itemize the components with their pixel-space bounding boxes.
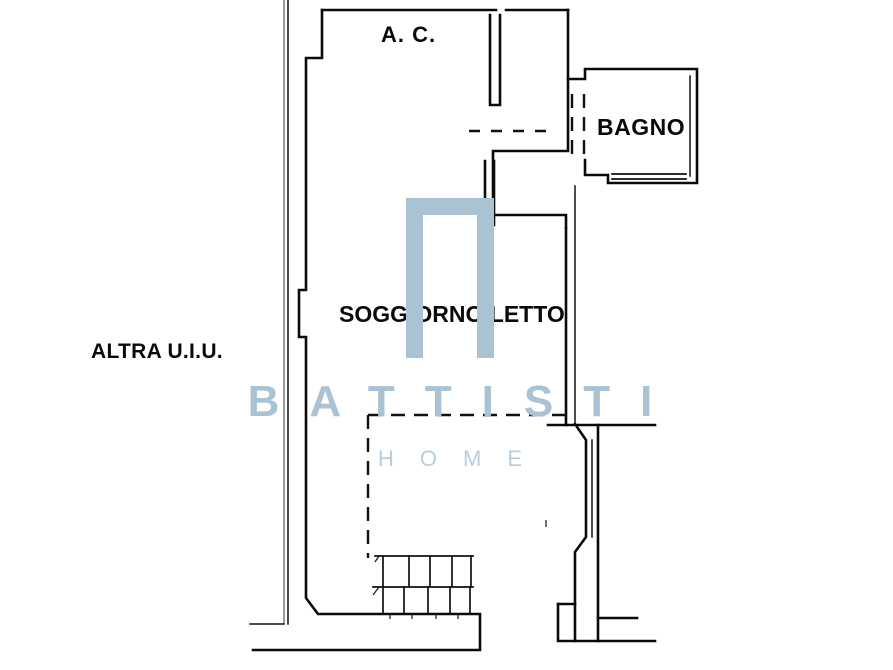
- bagno-room: [566, 67, 699, 185]
- room-label-bagno: BAGNO: [597, 114, 686, 140]
- veranda-dashed-outline: [366, 413, 570, 558]
- chimney-left-profile: [573, 422, 588, 643]
- exterior-wall-left: [251, 8, 482, 652]
- chimney-stack: [545, 422, 657, 643]
- room-label-altra-uiu: ALTRA U.I.U.: [91, 340, 223, 363]
- fixture-row1-tick: [374, 555, 380, 563]
- partition-stub-top: [488, 13, 502, 107]
- bagno-walls: [566, 67, 699, 185]
- left-boundary-walls: [249, 0, 289, 625]
- chimney-foot-left: [556, 602, 657, 643]
- room-label-ac: A. C.: [381, 22, 437, 47]
- fixture-row2-tick: [372, 586, 380, 596]
- interior-wall-ac-right: [491, 8, 570, 230]
- apartment-outline: [251, 8, 576, 652]
- bottom-fixtures: [372, 555, 474, 619]
- room-label-soggiorno: SOGGIORNO/LETTO: [339, 301, 565, 327]
